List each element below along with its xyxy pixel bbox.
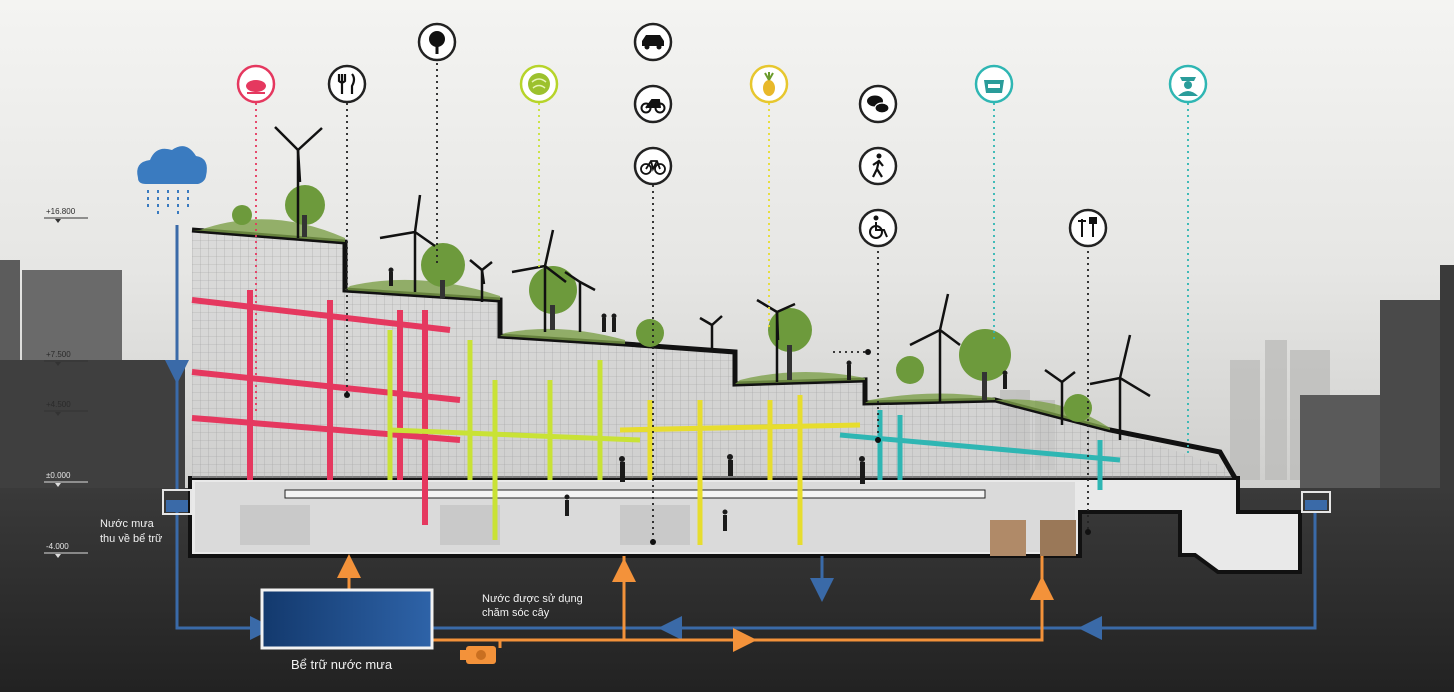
level-marker-3: +4.500	[44, 400, 88, 416]
right-buildings	[1300, 265, 1454, 490]
left-buildings	[0, 260, 185, 490]
rainwater-tank	[260, 588, 434, 650]
pedestrian-icon	[858, 146, 898, 186]
svg-text:+4.500: +4.500	[46, 400, 71, 409]
leader-end-dots	[344, 349, 1091, 545]
drain-water-left	[166, 500, 188, 512]
chat-icon	[858, 84, 898, 124]
level-marker-5: -4.000	[44, 542, 88, 558]
tree-icon	[417, 22, 457, 62]
car-icon	[633, 22, 673, 62]
rain-collect-label-2: thu về bể trữ	[100, 533, 163, 545]
wind-turbines	[274, 126, 1151, 440]
security-guard-icon	[1168, 64, 1208, 104]
yellow-frame	[619, 395, 861, 545]
pump-icon	[460, 646, 496, 664]
rain-collect-label-1: Nước mưa	[100, 518, 155, 530]
bicycle-icon	[633, 146, 673, 186]
meat-icon	[236, 64, 276, 104]
rain-cloud-icon	[137, 146, 207, 215]
reuse-pipes	[337, 554, 1054, 652]
teal-frame	[839, 410, 1121, 490]
svg-text:+7.500: +7.500	[46, 350, 71, 359]
svg-text:-4.000: -4.000	[46, 542, 69, 551]
basement	[188, 476, 1302, 574]
pineapple-icon	[749, 64, 789, 104]
wheelchair-icon	[858, 208, 898, 248]
water-use-label-2: chăm sóc cây	[482, 607, 550, 619]
svg-text:+16.800: +16.800	[46, 207, 76, 216]
pink-frame	[191, 290, 461, 525]
rooftop-trees	[232, 185, 1092, 422]
level-marker-4: ±0.000	[44, 471, 88, 487]
people-silhouettes	[388, 267, 1008, 531]
water-use-label-1: Nước được sử dụng	[482, 593, 583, 605]
tools-icon	[1068, 208, 1108, 248]
rainwater-pipes	[165, 225, 1317, 640]
svg-text:±0.000: ±0.000	[46, 471, 71, 480]
drain-boxes	[162, 489, 1331, 515]
lime-frame	[387, 330, 641, 540]
level-marker-2: +7.500	[44, 350, 88, 366]
shop-icon	[974, 64, 1014, 104]
fork-knife-icon	[327, 64, 367, 104]
level-marker-1: +16.800	[44, 207, 88, 223]
tank-label: Bể trữ nước mưa	[291, 657, 393, 672]
drain-water-right	[1305, 500, 1327, 510]
vegetable-icon	[519, 64, 559, 104]
motorbike-icon	[633, 84, 673, 124]
leader-lines	[255, 63, 1189, 540]
